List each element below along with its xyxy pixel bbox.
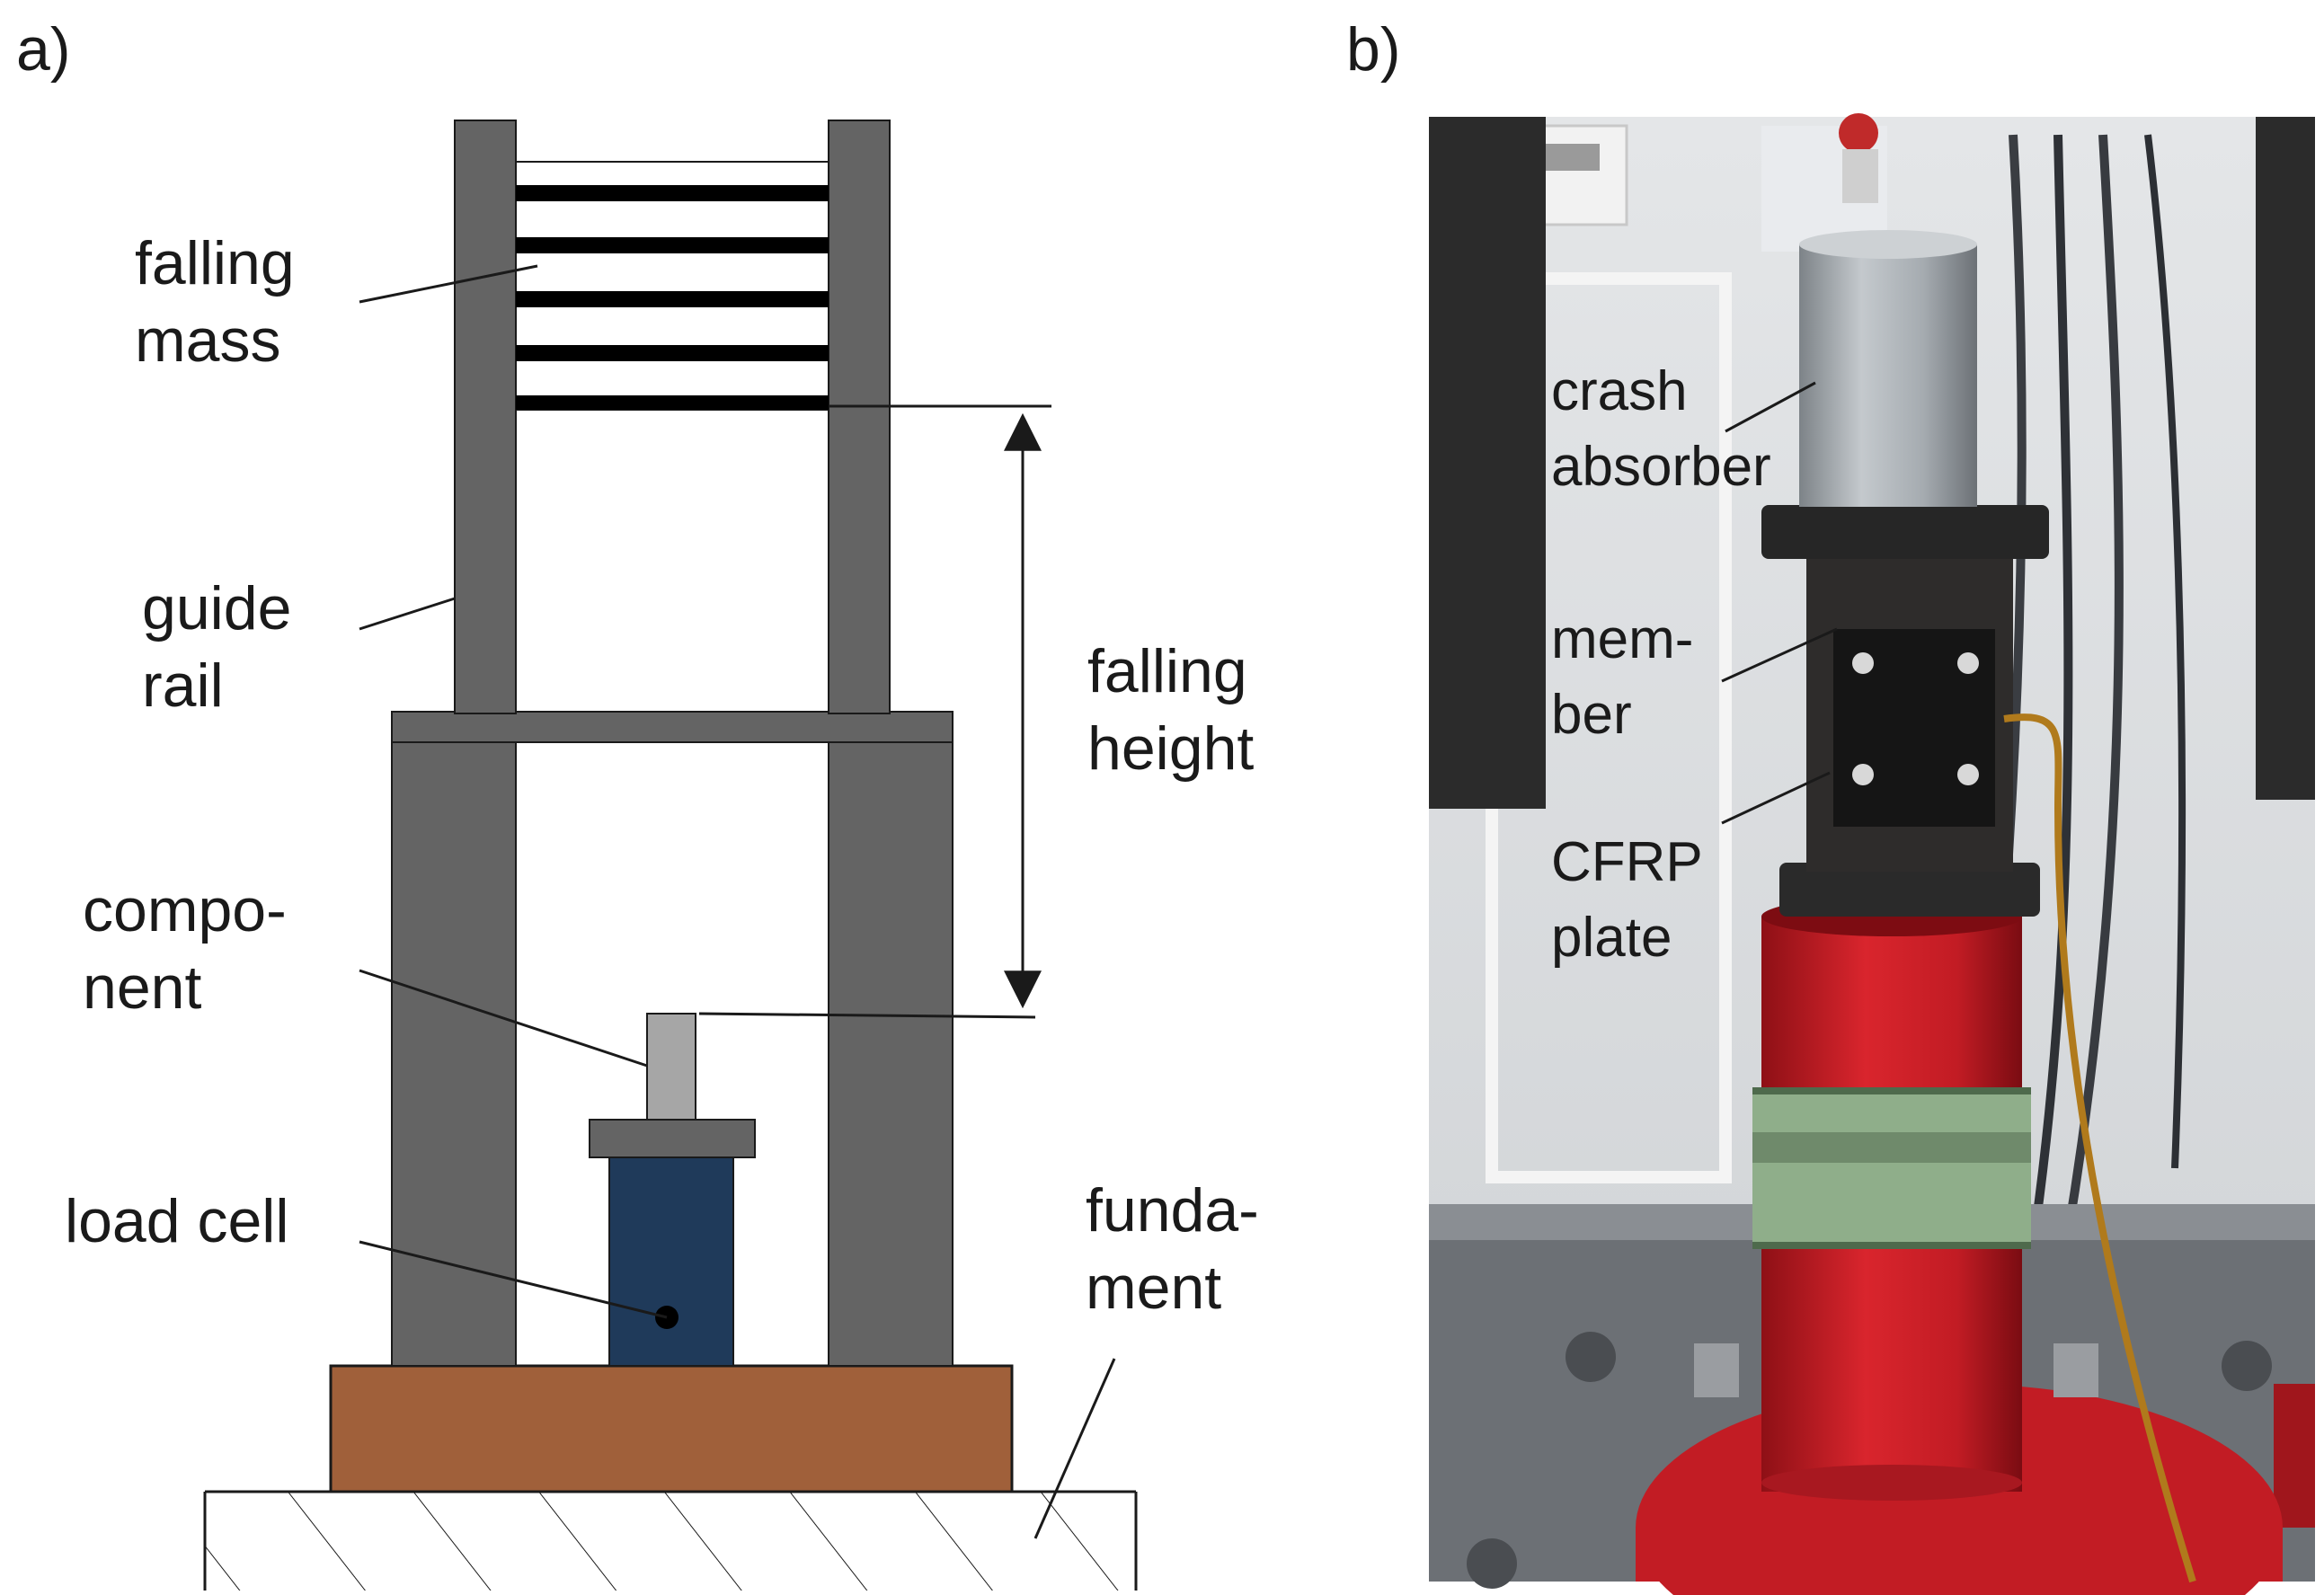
- guide-rail-right: [828, 120, 891, 714]
- label-crash-absorber: crash absorber: [1551, 360, 1771, 498]
- fundament-block: [329, 1364, 1014, 1493]
- panel-a: a): [16, 15, 1276, 1591]
- label-member: mem- ber: [1551, 608, 1709, 746]
- ground-hatch: [203, 1490, 1138, 1591]
- component-plate: [589, 1119, 756, 1158]
- panel-b: b): [1346, 15, 2315, 1595]
- label-falling-mass: falling mass: [135, 229, 312, 375]
- panel-a-tag: a): [16, 15, 70, 84]
- label-component: compo- nent: [83, 876, 304, 1022]
- guide-rail-left: [454, 120, 517, 714]
- falling-mass: [515, 161, 829, 411]
- panel-b-tag: b): [1346, 15, 1400, 84]
- label-guide-rail: guide rail: [142, 574, 308, 720]
- component: [646, 1013, 696, 1121]
- lower-column-right: [828, 736, 954, 1367]
- label-load-cell: load cell: [65, 1187, 289, 1255]
- label-cfrp-plate: CFRP plate: [1551, 831, 1717, 969]
- label-fundament: funda- ment: [1086, 1176, 1276, 1322]
- photo: [1429, 113, 2315, 1595]
- load-cell: [608, 1156, 734, 1367]
- lower-column-left: [391, 736, 517, 1367]
- crossbeam: [391, 711, 954, 743]
- label-falling-height: falling height: [1087, 637, 1264, 783]
